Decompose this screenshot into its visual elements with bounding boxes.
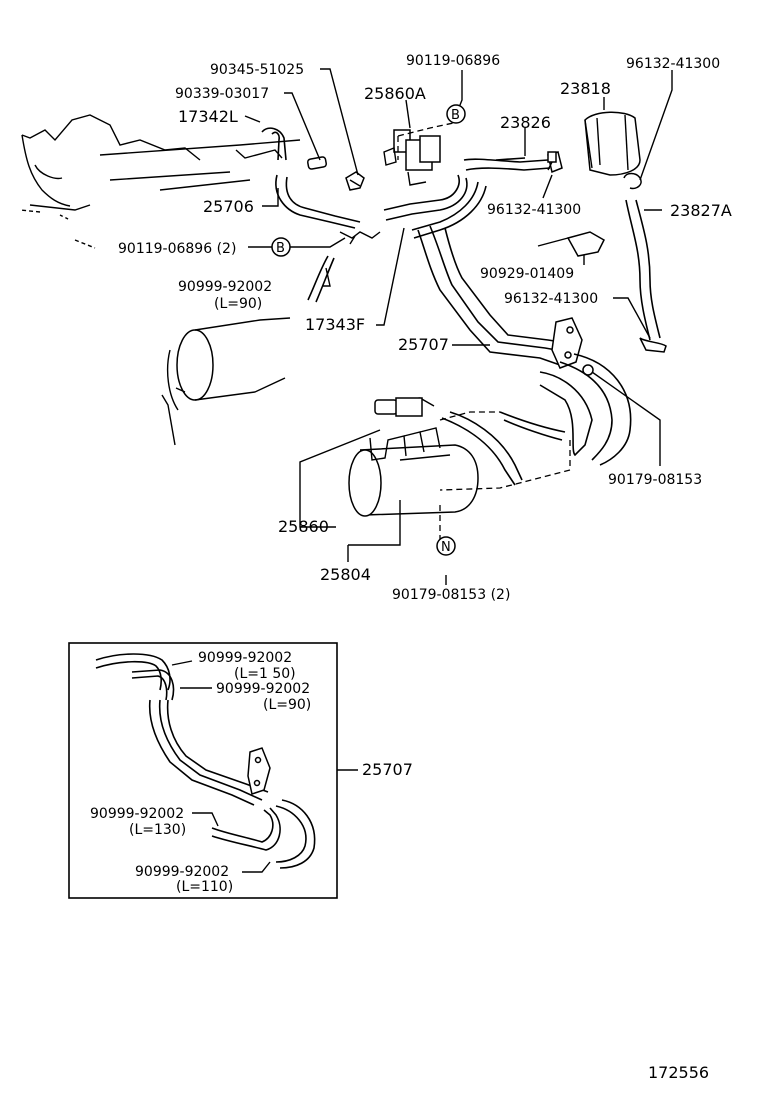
inset-label-h1: 90999-92002 bbox=[198, 650, 292, 666]
inset-labels: 90999-92002 (L=1 50) 90999-92002 (L=90) … bbox=[90, 650, 413, 895]
label-90339-03017: 90339-03017 bbox=[175, 86, 269, 102]
engine-outline bbox=[19, 114, 301, 249]
label-96132-41300-a: 96132-41300 bbox=[626, 56, 720, 72]
label-90345-51025: 90345-51025 bbox=[210, 62, 304, 78]
inset-box bbox=[68, 642, 358, 899]
label-25804: 25804 bbox=[320, 565, 371, 584]
label-17343f: 17343F bbox=[305, 315, 365, 334]
label-90999-len-top: (L=90) bbox=[214, 296, 262, 312]
label-23827a: 23827A bbox=[670, 201, 732, 220]
diagram-number: 172556 bbox=[648, 1063, 709, 1082]
inset-label-h3-len: (L=130) bbox=[129, 822, 186, 838]
inset-label-h3: 90999-92002 bbox=[90, 806, 184, 822]
inset-label-25707: 25707 bbox=[362, 760, 413, 779]
inset-label-h2: 90999-92002 bbox=[216, 681, 310, 697]
label-96132-41300-b: 96132-41300 bbox=[487, 202, 581, 218]
inset-label-h2-len: (L=90) bbox=[263, 697, 311, 713]
label-25706: 25706 bbox=[203, 197, 254, 216]
label-90179-08153: 90179-08153 bbox=[608, 472, 702, 488]
callout-n-text: N bbox=[441, 540, 451, 555]
part-labels: 90345-51025 90339-03017 17342L 25706 901… bbox=[118, 53, 732, 603]
air-duct bbox=[161, 317, 291, 446]
callout-b-top bbox=[446, 104, 466, 124]
label-90119-06896: 90119-06896 bbox=[406, 53, 500, 69]
callout-n bbox=[436, 536, 456, 556]
label-90179-08153-2: 90179-08153 (2) bbox=[392, 587, 510, 603]
callout-b-left-text: B bbox=[276, 241, 285, 256]
label-90929-01409: 90929-01409 bbox=[480, 266, 574, 282]
label-90119-06896-2: 90119-06896 (2) bbox=[118, 241, 236, 257]
inset-label-h4-len: (L=110) bbox=[176, 879, 233, 895]
label-23818: 23818 bbox=[560, 79, 611, 98]
leader-lines bbox=[244, 68, 673, 585]
label-96132-41300-c: 96132-41300 bbox=[504, 291, 598, 307]
label-25707: 25707 bbox=[398, 335, 449, 354]
label-90999-92002-top: 90999-92002 bbox=[178, 279, 272, 295]
inset-label-h1-len: (L=1 50) bbox=[234, 666, 296, 682]
charcoal-canister bbox=[348, 397, 571, 540]
right-side-parts bbox=[495, 111, 667, 353]
callouts: B B N bbox=[271, 104, 466, 556]
vsv-assembly bbox=[383, 121, 459, 186]
callout-b-left bbox=[271, 237, 291, 257]
callout-b-top-text: B bbox=[451, 108, 460, 123]
label-17342l: 17342L bbox=[178, 107, 238, 126]
tube-assembly bbox=[417, 225, 632, 466]
label-23826: 23826 bbox=[500, 113, 551, 132]
label-25860: 25860 bbox=[278, 517, 329, 536]
inset-label-h4: 90999-92002 bbox=[135, 864, 229, 880]
label-25860a: 25860A bbox=[364, 84, 426, 103]
parts-cluster-top-left bbox=[261, 127, 381, 303]
